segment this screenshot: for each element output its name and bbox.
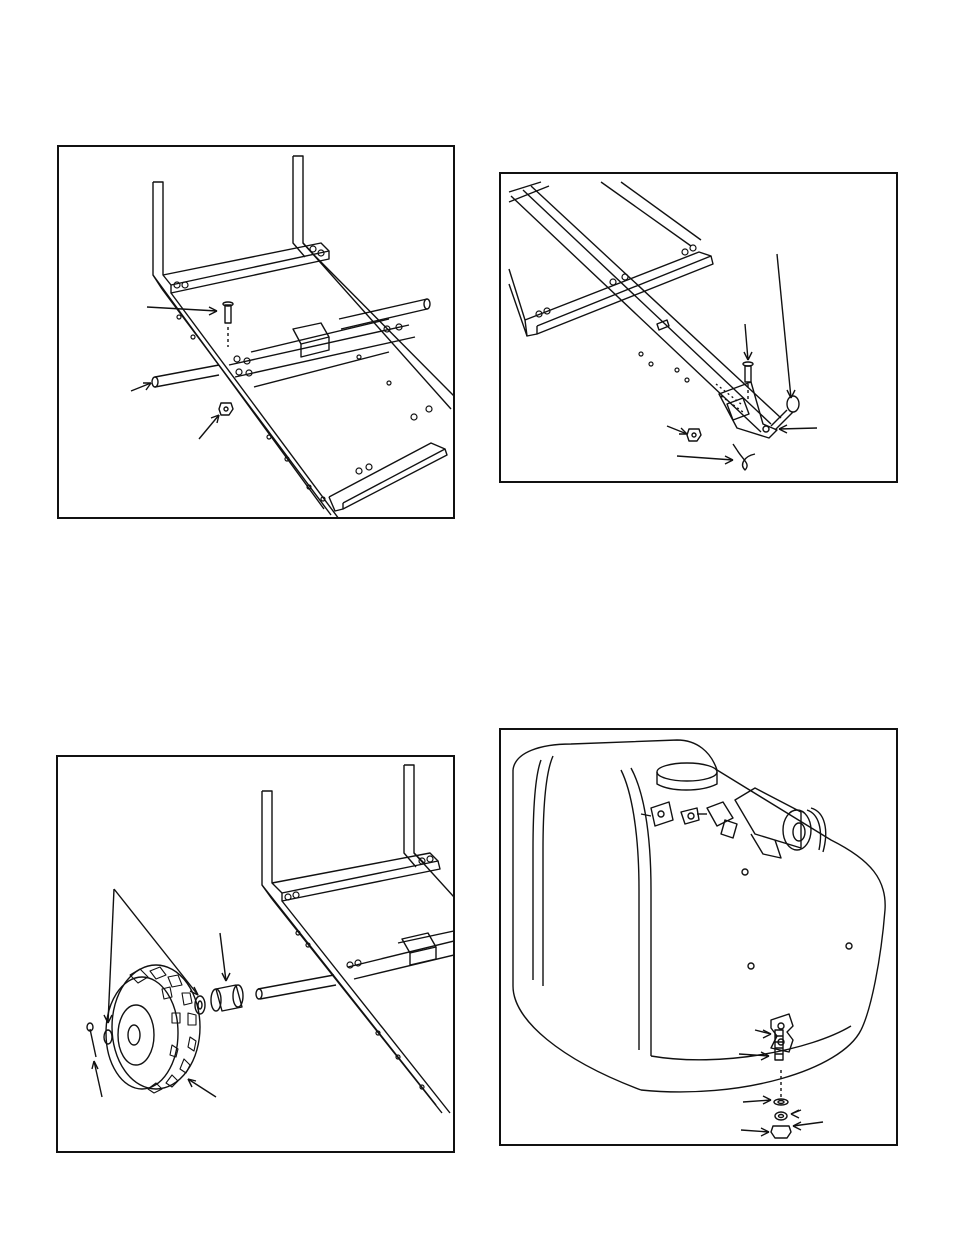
tank-pump-line-drawing-icon	[501, 730, 898, 1146]
figure-frame-hitch-assembly	[499, 172, 898, 483]
hitch-mount-line-drawing-icon	[501, 174, 898, 483]
figure-wheel-assembly	[56, 755, 455, 1153]
wheel-assembly-line-drawing-icon	[58, 757, 455, 1153]
frame-axle-line-drawing-icon	[59, 147, 455, 519]
figure-tank-pump-assembly	[499, 728, 898, 1146]
figure-frame-axle-assembly	[57, 145, 455, 519]
